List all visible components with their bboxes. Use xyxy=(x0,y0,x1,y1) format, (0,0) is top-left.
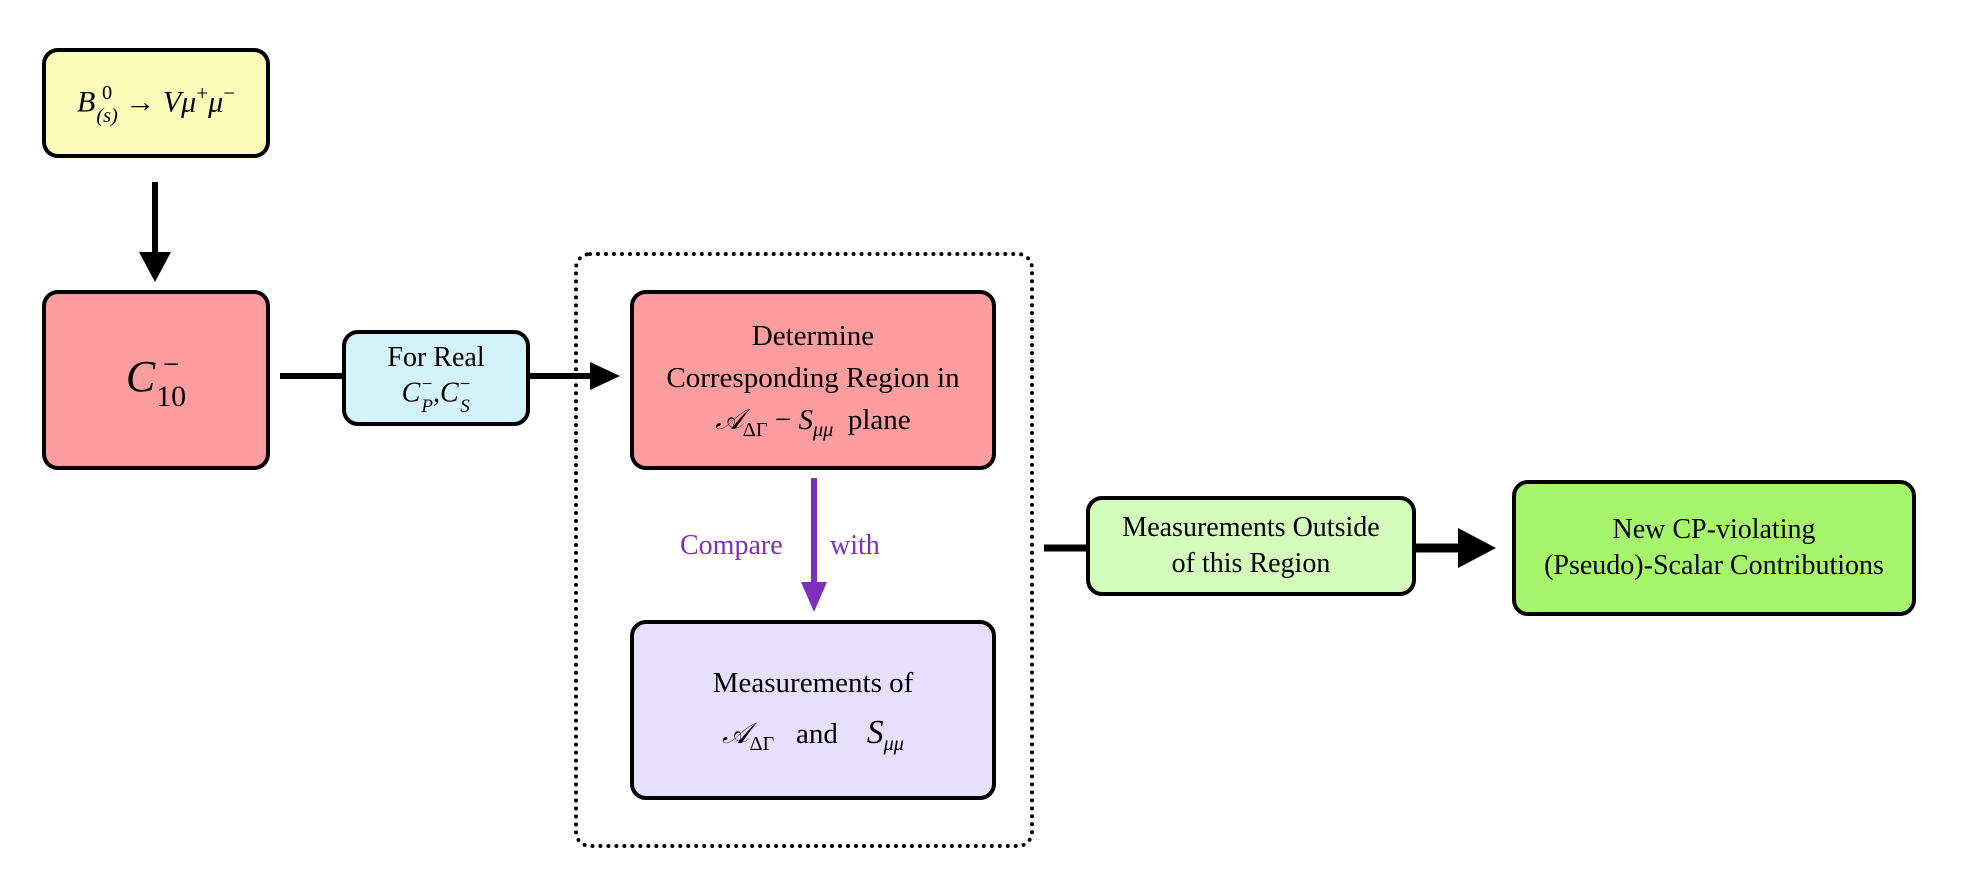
decay-mu-minus: − xyxy=(223,80,235,105)
meas-a-sub: ΔΓ xyxy=(749,733,775,755)
coef-comma: , xyxy=(432,377,440,409)
arrowhead-outside-to-newcp xyxy=(1458,528,1496,568)
determine-minus: − xyxy=(774,403,792,436)
decay-sup: 0 xyxy=(101,82,113,105)
determine-a-sub: ΔΓ xyxy=(742,418,768,441)
arrowhead-compare xyxy=(801,582,827,612)
decay-mu-plus: + xyxy=(196,80,209,105)
decay-arrow: → xyxy=(125,85,156,119)
new-cp-line1: New CP-violating xyxy=(1612,513,1816,545)
cp-letter: C xyxy=(401,377,421,409)
meas-s-symbol: S xyxy=(866,713,884,751)
c10-letter: C xyxy=(125,352,156,402)
determine-s-symbol: S xyxy=(798,403,813,436)
for-real-node: For Real C−P,C−S xyxy=(342,330,530,426)
cs-sup: − xyxy=(459,374,471,396)
determine-line3: 𝒜ΔΓ − Sμμ plane xyxy=(715,399,910,446)
determine-a-symbol: 𝒜 xyxy=(715,403,743,436)
arrowhead-decay-to-c10 xyxy=(139,252,171,282)
for-real-coefficients: C−P,C−S xyxy=(402,375,471,415)
cs-letter: C xyxy=(439,377,459,409)
new-cp-line2: (Pseudo)-Scalar Contributions xyxy=(1544,550,1884,581)
c10-node: C−10 xyxy=(42,290,270,470)
c10-symbol: C−10 xyxy=(126,348,186,412)
meas-a-symbol: 𝒜 xyxy=(722,717,750,750)
decay-mu: μ xyxy=(208,85,224,119)
cs-sub: S xyxy=(460,395,470,417)
measurements-of-line1: Measurements of xyxy=(712,666,914,699)
compare-label: Compare xyxy=(680,530,783,561)
determine-node: Determine Corresponding Region in 𝒜ΔΓ − … xyxy=(630,290,996,470)
dotted-region-frame xyxy=(574,252,1034,848)
cp-sup: − xyxy=(421,374,433,396)
determine-line2: Corresponding Region in xyxy=(666,361,960,394)
determine-s-sub: μμ xyxy=(812,418,834,441)
measurements-of-line2: 𝒜ΔΓ and Sμμ xyxy=(722,706,904,761)
decay-rhs: Vμ xyxy=(162,85,197,119)
measurements-of-node: Measurements of 𝒜ΔΓ and Sμμ xyxy=(630,620,996,800)
outside-node: Measurements Outside of this Region xyxy=(1086,496,1416,596)
new-cp-node: New CP-violating (Pseudo)-Scalar Contrib… xyxy=(1512,480,1916,616)
determine-line1: Determine xyxy=(751,319,875,352)
meas-and: and xyxy=(796,717,838,750)
cp-sub: P xyxy=(421,395,433,417)
decay-sub: (s) xyxy=(96,104,118,127)
meas-s-sub: μμ xyxy=(883,733,904,755)
c10-sub: 10 xyxy=(156,379,187,413)
decay-lhs: B xyxy=(77,85,96,119)
determine-plane: plane xyxy=(847,403,911,436)
for-real-label: For Real xyxy=(387,342,485,374)
arrowhead-forreal-to-determine xyxy=(590,362,620,390)
with-label: with xyxy=(830,530,880,561)
outside-line1: Measurements Outside xyxy=(1122,511,1380,543)
c10-sup: − xyxy=(162,348,180,382)
outside-line2: of this Region xyxy=(1171,548,1331,579)
